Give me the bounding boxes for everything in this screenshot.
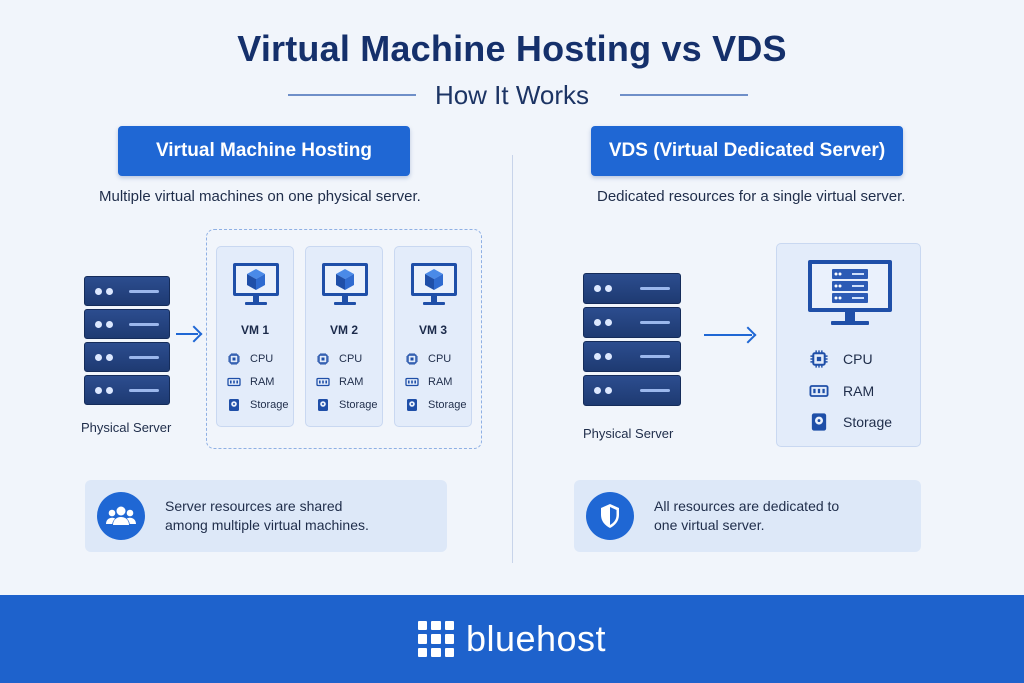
grid-logo-icon bbox=[417, 621, 454, 657]
physical-server-label-left: Physical Server bbox=[81, 420, 172, 435]
vm-resource-ram: RAM bbox=[316, 375, 363, 389]
vm-hosting-heading: Virtual Machine Hosting bbox=[118, 126, 410, 176]
vm-resource-ram: RAM bbox=[227, 375, 274, 389]
cpu-icon bbox=[809, 349, 829, 369]
ram-icon bbox=[227, 375, 241, 389]
virtual-machine-icon bbox=[231, 260, 281, 310]
page-title: Virtual Machine Hosting vs VDS bbox=[237, 28, 787, 69]
brand-name: bluehost bbox=[465, 618, 607, 659]
brand-footer: bluehost bbox=[0, 595, 1024, 683]
ram-icon bbox=[316, 375, 330, 389]
storage-icon bbox=[405, 398, 419, 412]
vm-resource-cpu: CPU bbox=[227, 352, 273, 366]
subtitle-divider-right bbox=[620, 94, 748, 96]
vm-name: VM 2 bbox=[329, 323, 358, 337]
users-icon bbox=[97, 492, 145, 540]
vds-heading: VDS (Virtual Dedicated Server) bbox=[591, 126, 903, 176]
vds-box: CPU RAM Storage bbox=[776, 243, 921, 447]
vm-resource-storage: Storage bbox=[316, 398, 378, 412]
vm-hosting-description: Multiple virtual machines on one physica… bbox=[99, 188, 421, 205]
vm-card: VM 3 CPU RAM Storage bbox=[394, 246, 472, 427]
shared-resources-note: Server resources are shared among multip… bbox=[85, 480, 447, 552]
vds-resource-storage: Storage bbox=[809, 412, 892, 432]
vm-card: VM 1 CPU RAM Storage bbox=[216, 246, 294, 427]
vm-resource-ram: RAM bbox=[405, 375, 452, 389]
vds-resource-cpu: CPU bbox=[809, 349, 873, 369]
storage-icon bbox=[316, 398, 330, 412]
shared-resources-text: Server resources are shared among multip… bbox=[165, 498, 369, 533]
dedicated-resources-note: All resources are dedicated to one virtu… bbox=[574, 480, 921, 552]
ram-icon bbox=[809, 381, 829, 401]
arrow-right-icon bbox=[704, 334, 752, 336]
vm-name: VM 3 bbox=[418, 323, 447, 337]
vm-card: VM 2 CPU RAM Storage bbox=[305, 246, 383, 427]
physical-server-icon bbox=[583, 273, 681, 409]
vds-description: Dedicated resources for a single virtual… bbox=[597, 188, 906, 205]
vm-name: VM 1 bbox=[240, 323, 269, 337]
subtitle-divider-left bbox=[288, 94, 416, 96]
cpu-icon bbox=[316, 352, 330, 366]
virtual-machine-icon bbox=[320, 260, 370, 310]
arrow-right-icon bbox=[176, 333, 198, 335]
cpu-icon bbox=[227, 352, 241, 366]
shield-icon bbox=[586, 492, 634, 540]
page-subtitle: How It Works bbox=[434, 80, 590, 110]
dedicated-resources-text: All resources are dedicated to one virtu… bbox=[654, 498, 840, 533]
vds-resource-ram: RAM bbox=[809, 381, 874, 401]
vm-resource-cpu: CPU bbox=[316, 352, 362, 366]
storage-icon bbox=[227, 398, 241, 412]
vm-group bbox=[206, 229, 482, 449]
vm-resource-cpu: CPU bbox=[405, 352, 451, 366]
subtitle-row: How It Works bbox=[0, 78, 1024, 112]
storage-icon bbox=[809, 412, 829, 432]
ram-icon bbox=[405, 375, 419, 389]
virtual-machine-icon bbox=[409, 260, 459, 310]
physical-server-label-right: Physical Server bbox=[583, 426, 674, 441]
vm-resource-storage: Storage bbox=[227, 398, 289, 412]
dedicated-server-monitor-icon bbox=[808, 260, 892, 325]
physical-server-icon bbox=[84, 276, 170, 408]
cpu-icon bbox=[405, 352, 419, 366]
section-divider bbox=[512, 155, 513, 563]
vm-resource-storage: Storage bbox=[405, 398, 467, 412]
